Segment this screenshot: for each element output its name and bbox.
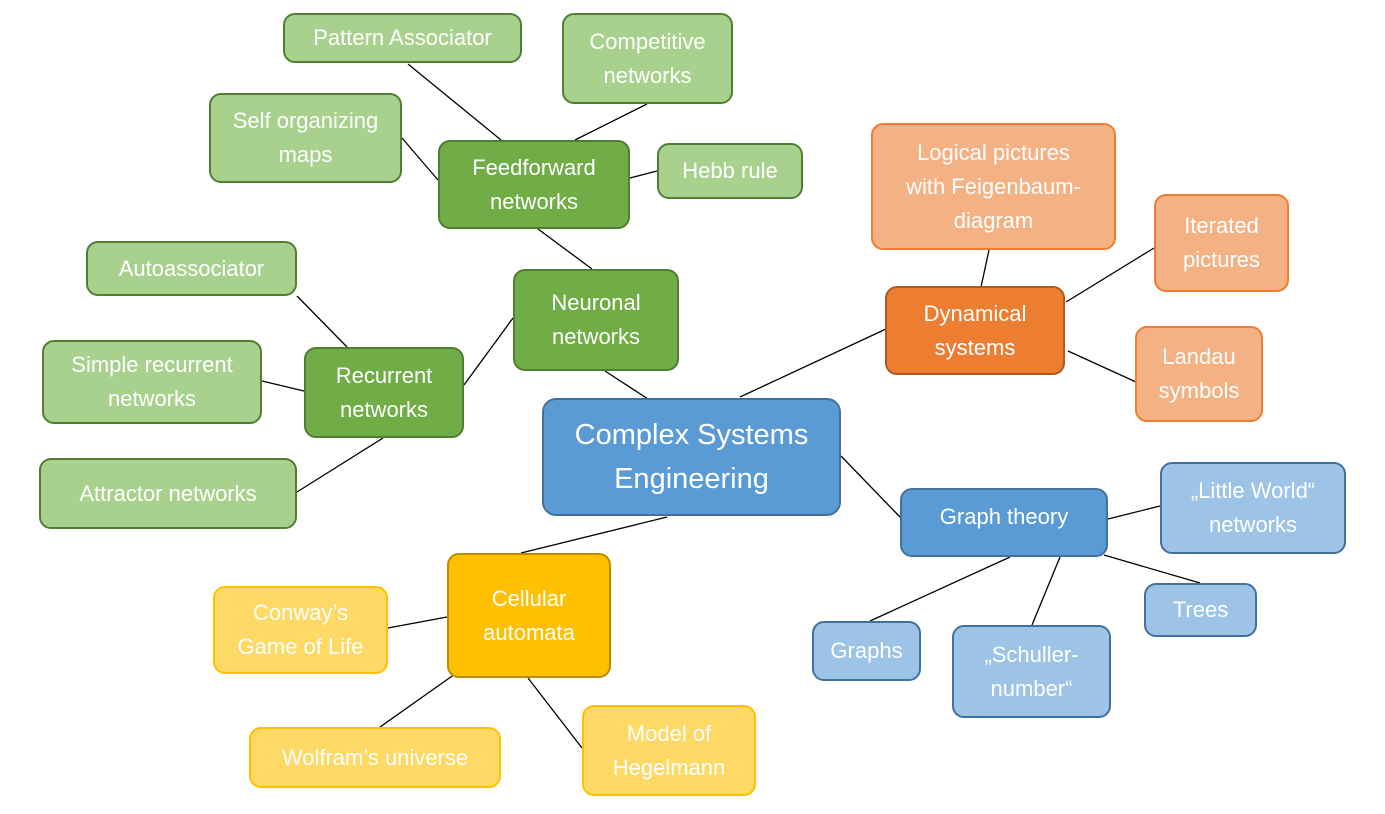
link-feedforward-selforg <box>401 137 439 181</box>
iterated-pictures-label: Iterated pictures <box>1182 213 1261 272</box>
feedforward-networks-label: Feedforward networks <box>472 154 596 214</box>
link-recurrent-simple <box>261 380 305 392</box>
landau-symbols-label: Landau symbols <box>1158 344 1240 403</box>
competitive-networks-label: Competitive networks <box>589 28 706 88</box>
competitive-networks-node[interactable]: Competitive networks <box>562 13 733 104</box>
autoassociator-label: Autoassociator <box>118 255 265 281</box>
dynamical-systems-label: Dynamical systems <box>923 300 1027 360</box>
recurrent-networks-node[interactable]: Recurrent networks <box>304 347 464 438</box>
attractor-networks-node[interactable]: Attractor networks <box>39 458 297 529</box>
attractor-networks-label: Attractor networks <box>79 480 257 506</box>
iterated-pictures-node[interactable]: Iterated pictures <box>1154 194 1289 292</box>
link-feedforward-hebb <box>629 170 658 179</box>
root-label: Complex Systems Engineering <box>574 419 809 495</box>
link-neuronal-feedforward <box>537 228 593 270</box>
self-organizing-maps-node[interactable]: Self organizing maps <box>209 93 402 183</box>
conways-game-of-life-node[interactable]: Conway’s Game of Life <box>213 586 388 674</box>
schuller-number-node[interactable]: „Schuller- number“ <box>952 625 1111 718</box>
link-graph-littleworld <box>1107 505 1161 520</box>
little-world-networks-label: „Little World“ networks <box>1190 478 1316 537</box>
link-dynamical-iterated <box>1065 247 1155 303</box>
graphs-node[interactable]: Graphs <box>812 621 921 681</box>
model-of-hegelmann-node[interactable]: Model of Hegelmann <box>582 705 756 796</box>
autoassociator-node[interactable]: Autoassociator <box>86 241 297 296</box>
link-neuronal-recurrent <box>463 317 514 386</box>
hebb-rule-label: Hebb rule <box>682 158 778 183</box>
link-root-cellular <box>520 516 668 554</box>
link-cellular-wolfram <box>379 673 456 728</box>
link-recurrent-autoassoc <box>296 295 348 348</box>
little-world-networks-node[interactable]: „Little World“ networks <box>1160 462 1346 554</box>
schuller-number-label: „Schuller- number“ <box>984 641 1079 701</box>
wolframs-universe-node[interactable]: Wolfram’s universe <box>249 727 501 788</box>
feedforward-networks-node[interactable]: Feedforward networks <box>438 140 630 229</box>
graph-theory-label: Graph theory <box>939 504 1069 529</box>
recurrent-networks-label: Recurrent networks <box>335 362 433 422</box>
neuronal-networks-node[interactable]: Neuronal networks <box>513 269 679 371</box>
wolframs-universe-label: Wolfram’s universe <box>281 744 469 770</box>
link-recurrent-attractor <box>296 437 384 493</box>
logical-pictures-node[interactable]: Logical pictures with Feigenbaum- diagra… <box>871 123 1116 250</box>
neuronal-networks-label: Neuronal networks <box>551 290 641 349</box>
self-organizing-maps-label: Self organizing maps <box>232 108 379 167</box>
link-dynamical-logical <box>980 249 990 288</box>
cellular-automata-node[interactable]: Cellular automata <box>447 553 611 678</box>
link-dynamical-landau <box>1067 350 1137 383</box>
link-graph-graphs <box>869 556 1011 622</box>
graph-theory-node[interactable]: Graph theory <box>900 488 1108 557</box>
link-feedforward-competitive <box>574 103 648 141</box>
link-root-neuronal <box>604 370 649 400</box>
hebb-rule-node[interactable]: Hebb rule <box>657 143 803 199</box>
pattern-associator-node[interactable]: Pattern Associator <box>283 13 522 63</box>
root-node[interactable]: Complex Systems Engineering <box>542 398 841 516</box>
conways-game-of-life-label: Conway’s Game of Life <box>237 600 364 659</box>
pattern-associator-label: Pattern Associator <box>313 25 492 50</box>
trees-node[interactable]: Trees <box>1144 583 1257 637</box>
graphs-label: Graphs <box>830 638 903 663</box>
landau-symbols-node[interactable]: Landau symbols <box>1135 326 1263 422</box>
simple-recurrent-networks-node[interactable]: Simple recurrent networks <box>42 340 262 424</box>
link-root-graph <box>840 455 901 518</box>
link-graph-schuller <box>1031 556 1061 626</box>
link-cellular-model <box>527 677 583 749</box>
link-cellular-conway <box>387 616 448 629</box>
model-of-hegelmann-label: Model of Hegelmann <box>612 720 726 780</box>
link-root-dynamical <box>739 328 887 398</box>
link-graph-trees <box>1103 554 1201 584</box>
simple-recurrent-networks-label: Simple recurrent networks <box>71 352 233 411</box>
cellular-automata-label: Cellular automata <box>483 585 575 645</box>
trees-label: Trees <box>1172 597 1229 622</box>
link-feedforward-pattern <box>407 63 502 141</box>
logical-pictures-label: Logical pictures with Feigenbaum- diagra… <box>906 139 1081 233</box>
dynamical-systems-node[interactable]: Dynamical systems <box>885 286 1065 375</box>
